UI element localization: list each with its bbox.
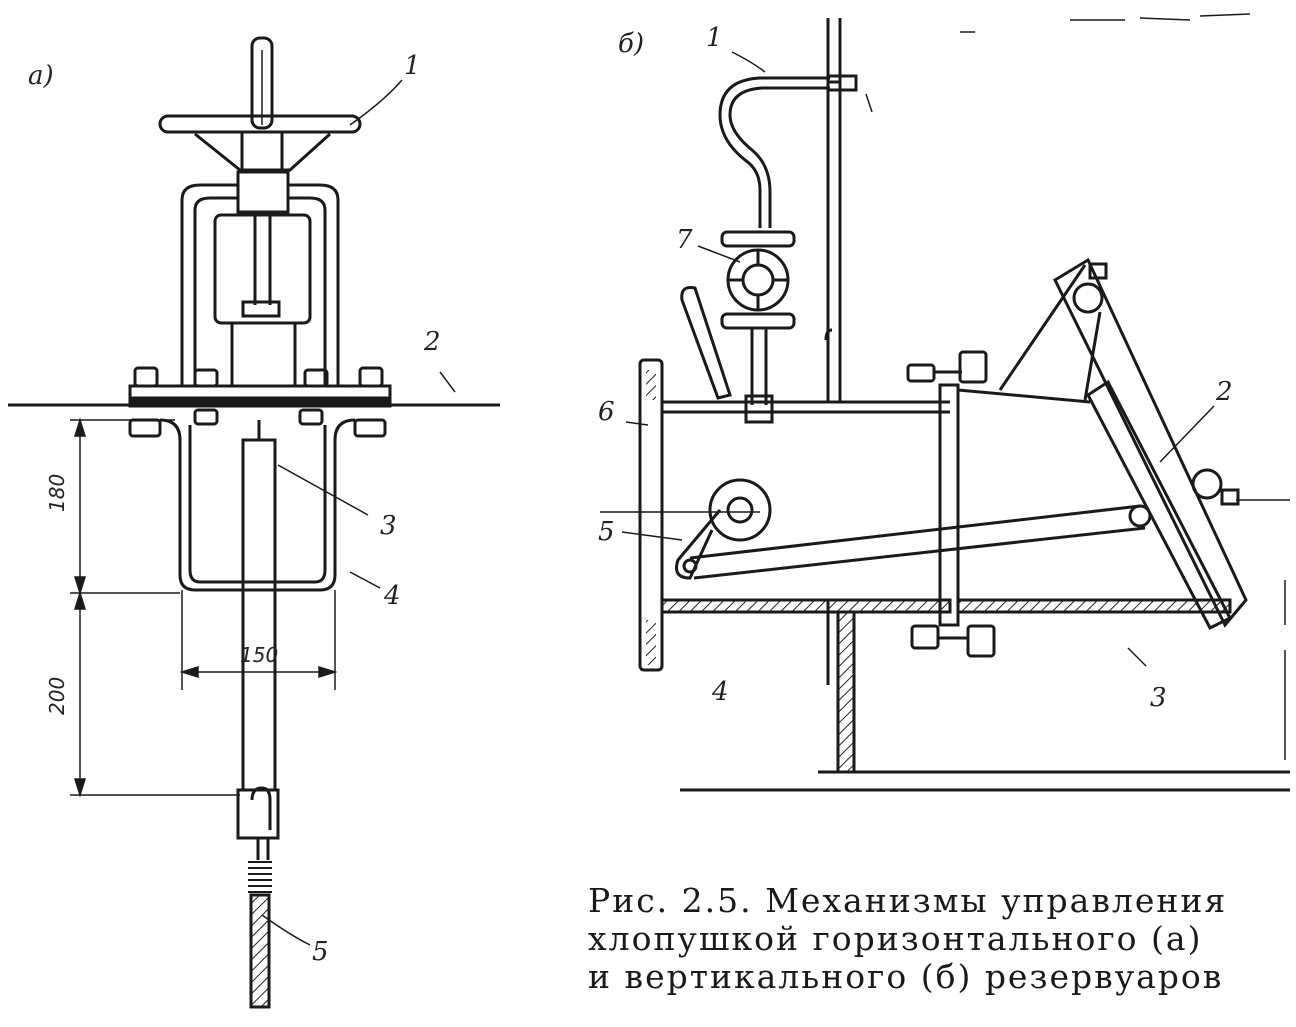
threaded-section [248,861,272,893]
crank-5 [675,478,772,580]
dim-180: 180 [45,474,69,512]
tank-bottom [680,770,1290,792]
fig-a-label-2: 2 [423,327,441,357]
fig-b-label-5: 5 [598,517,615,547]
yoke-frame [180,170,340,385]
connecting-rod [689,504,1152,580]
fig-b-label-7: 7 [676,225,693,255]
figure-caption: Рис. 2.5. Механизмы управления хлопушкой… [588,882,1238,996]
fig-a-label-4: 4 [383,581,401,611]
caption-line-1: Рис. 2.5. Механизмы управления [588,881,1228,920]
fig-b-label-3: 3 [1150,683,1167,713]
fig-b-label-1: 1 [706,23,723,53]
dim-200: 200 [45,677,69,715]
figure-a: а) [8,36,500,1009]
fig-b-label-4: 4 [711,677,729,707]
flap-2 [1053,257,1248,631]
screw-inside-frame [253,212,272,305]
cable [249,893,271,1009]
flange-bolts [906,350,996,658]
fig-b-label-6: 6 [598,397,615,427]
guide-pocket [159,418,356,592]
fig-a-label-5: 5 [312,937,329,967]
handwheel [158,114,362,174]
scan-marks [960,13,1251,33]
hand-lever [680,286,732,400]
figure-b: б) [598,13,1290,792]
fig-a-label-3: 3 [380,511,397,541]
caption-line-2: хлопушкой горизонтального (а) [588,919,1203,958]
pipe-hook [718,74,858,228]
operating-rod [236,420,280,860]
pipe-body [638,264,1232,672]
dim-150: 150 [240,643,278,667]
dimension-lines-a [70,417,338,798]
figure-b-panel-label: б) [618,29,644,59]
fig-b-label-2: 2 [1215,377,1233,407]
tank-wall-vertical [824,18,856,774]
leader-lines-a [261,79,456,946]
caption-line-3: и вертикального (б) резервуаров [588,957,1224,996]
valve-7 [720,230,796,424]
leader-lines-b [621,51,1215,667]
screw-stem-top [250,36,274,130]
right-edge-marks [600,499,1290,760]
mounting-flange [128,366,392,438]
fig-a-label-1: 1 [404,51,421,81]
figure-a-panel-label: а) [28,61,54,91]
